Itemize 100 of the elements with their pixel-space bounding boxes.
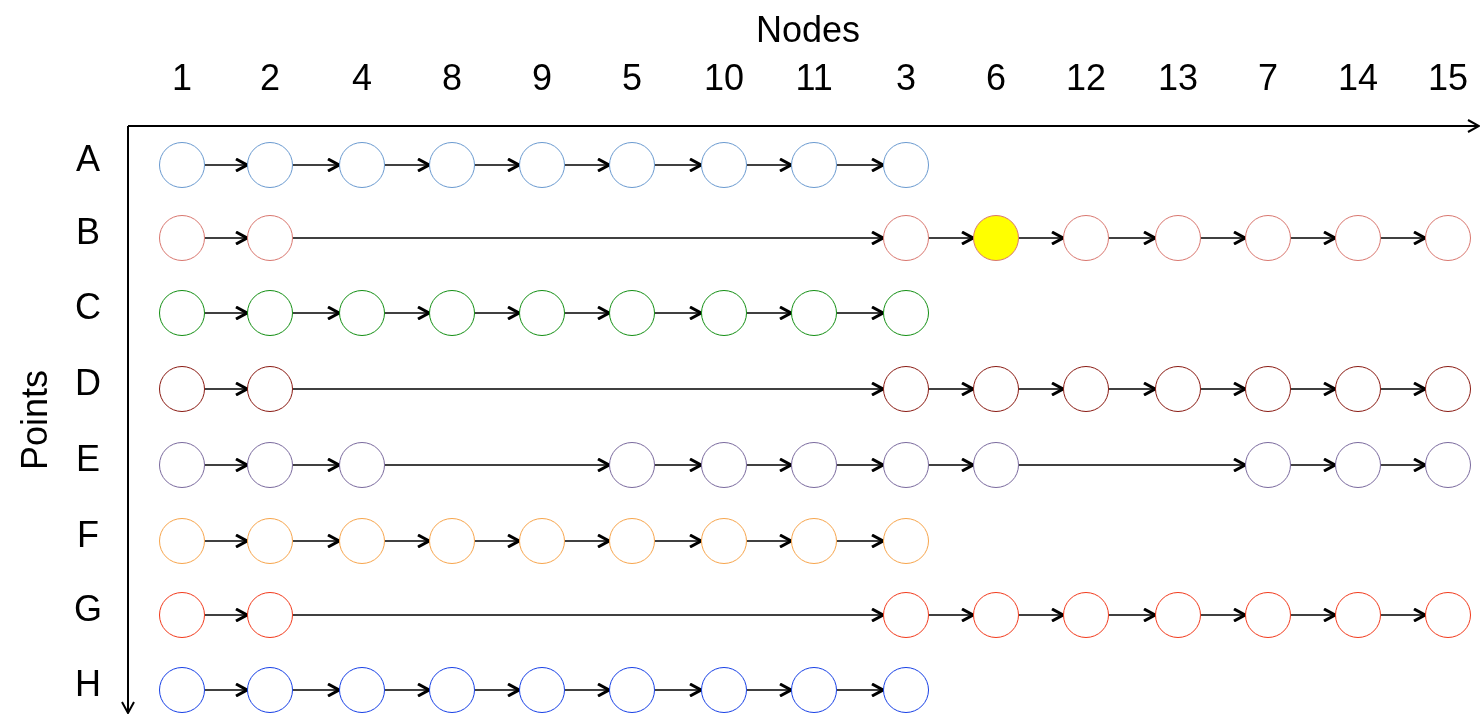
circle <box>791 290 837 336</box>
arrow <box>474 682 521 698</box>
circle <box>1425 366 1471 412</box>
circle <box>883 215 929 261</box>
arrow <box>1108 230 1157 246</box>
circle <box>429 142 475 188</box>
circle <box>883 366 929 412</box>
arrow <box>1200 607 1247 623</box>
arrow <box>292 682 341 698</box>
circle <box>1245 592 1291 638</box>
circle <box>247 592 293 638</box>
circle <box>247 215 293 261</box>
column-number: 1 <box>172 58 193 98</box>
arrow <box>746 533 793 549</box>
arrow <box>1018 381 1065 397</box>
arrow <box>1380 607 1427 623</box>
arrow <box>474 533 521 549</box>
circle <box>883 667 929 713</box>
column-number: 12 <box>1066 58 1107 98</box>
arrow <box>1290 607 1337 623</box>
column-number: 8 <box>442 58 463 98</box>
arrow <box>1290 381 1337 397</box>
arrow <box>1200 381 1247 397</box>
circle <box>247 366 293 412</box>
arrow <box>292 381 885 397</box>
circle <box>247 290 293 336</box>
column-number: 2 <box>260 58 281 98</box>
arrow <box>384 682 431 698</box>
axis-title: Nodes <box>756 10 861 50</box>
column-number: 13 <box>1158 58 1199 98</box>
circle <box>159 215 205 261</box>
row-label: B <box>76 212 100 252</box>
circle <box>701 667 747 713</box>
column-number: 9 <box>532 58 553 98</box>
arrow <box>204 682 249 698</box>
circle <box>791 667 837 713</box>
circle <box>883 290 929 336</box>
circle <box>339 518 385 564</box>
arrow <box>746 682 793 698</box>
circle <box>1245 366 1291 412</box>
circle <box>1155 215 1201 261</box>
column-number: 5 <box>622 58 643 98</box>
circle <box>1063 592 1109 638</box>
arrow <box>292 607 885 623</box>
arrow <box>928 457 975 473</box>
row-label: C <box>75 287 101 327</box>
arrow <box>384 305 431 321</box>
column-number: 15 <box>1428 58 1469 98</box>
row-label: H <box>75 664 101 704</box>
arrow <box>564 305 611 321</box>
arrow <box>204 305 249 321</box>
circle <box>701 290 747 336</box>
circle <box>1245 215 1291 261</box>
arrow <box>564 157 611 173</box>
circle <box>1335 592 1381 638</box>
circle <box>429 290 475 336</box>
arrow <box>654 682 703 698</box>
column-number: 14 <box>1338 58 1379 98</box>
column-number: 4 <box>352 58 373 98</box>
circle <box>429 667 475 713</box>
column-number: 6 <box>986 58 1007 98</box>
circle <box>339 667 385 713</box>
arrow <box>564 682 611 698</box>
circle <box>1063 366 1109 412</box>
row-label: D <box>75 363 101 403</box>
arrow <box>1380 381 1427 397</box>
circle <box>159 142 205 188</box>
circle <box>159 442 205 488</box>
arrow <box>204 381 249 397</box>
circle <box>159 366 205 412</box>
arrow <box>928 607 975 623</box>
arrow <box>564 533 611 549</box>
circle <box>159 518 205 564</box>
circle <box>1063 215 1109 261</box>
arrow <box>1380 230 1427 246</box>
row-label: G <box>74 589 102 629</box>
arrow <box>746 457 793 473</box>
row-label: E <box>76 439 100 479</box>
circle <box>609 667 655 713</box>
circle <box>159 667 205 713</box>
circle <box>973 442 1019 488</box>
circle <box>1155 366 1201 412</box>
circle <box>883 442 929 488</box>
arrow <box>292 305 341 321</box>
circle <box>429 518 475 564</box>
arrow <box>836 305 885 321</box>
circle <box>1425 215 1471 261</box>
row-label: F <box>77 515 99 555</box>
arrow <box>654 457 703 473</box>
circle <box>883 592 929 638</box>
circle <box>883 142 929 188</box>
arrow <box>292 230 885 246</box>
arrow <box>1018 457 1247 473</box>
arrow <box>384 533 431 549</box>
circle <box>1335 442 1381 488</box>
circle <box>519 142 565 188</box>
arrow <box>746 157 793 173</box>
column-number: 11 <box>795 58 833 98</box>
arrow <box>1108 381 1157 397</box>
arrow <box>474 157 521 173</box>
